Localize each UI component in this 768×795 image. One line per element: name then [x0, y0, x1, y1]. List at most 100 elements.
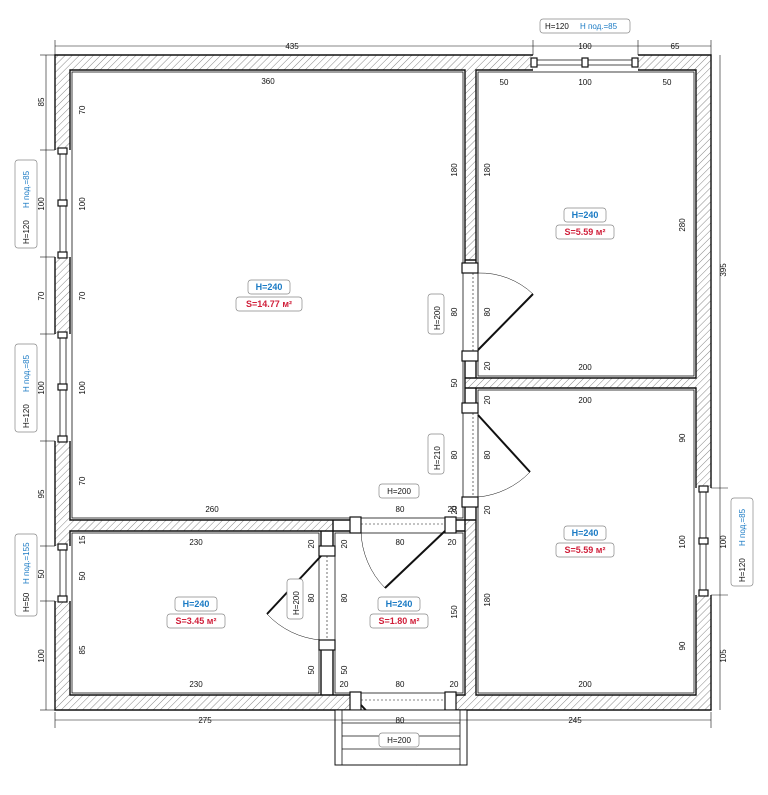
dim-top-right: 65 — [671, 42, 680, 51]
dim-top-total: 435 — [285, 42, 299, 51]
dim-br-20: 20 — [483, 395, 492, 404]
dim-bl-15: 15 — [78, 535, 87, 544]
dim-living-r80b: 80 — [450, 450, 459, 459]
tag-top-window-h: H=120 — [545, 22, 569, 31]
dim-corr-20c: 20 — [340, 539, 349, 548]
dim-bl-230b: 230 — [189, 680, 203, 689]
room-corr-height: H=240 — [386, 599, 413, 609]
dim-corr-80b: 80 — [396, 538, 405, 547]
dim-living-100a: 100 — [78, 197, 87, 211]
dim-living-100b: 100 — [78, 381, 87, 395]
door-opening-entry — [361, 693, 445, 712]
dim-left-85: 85 — [37, 97, 46, 106]
dim-br-180: 180 — [483, 593, 492, 607]
dim-br-20b: 20 — [483, 505, 492, 514]
dim-tr-180: 180 — [483, 163, 492, 177]
dim-br-90b: 90 — [678, 641, 687, 650]
dim-bl-50b: 50 — [307, 665, 316, 674]
dim-left-95: 95 — [37, 489, 46, 498]
dim-br-bottom: 200 — [578, 680, 592, 689]
dim-right-105: 105 — [719, 649, 728, 663]
dim-corr-20f: 20 — [450, 680, 459, 689]
dimension-labels: 435 100 65 50 100 50 85 100 70 100 95 50… — [37, 42, 728, 725]
room-bl-area: S=3.45 м² — [176, 616, 217, 626]
dim-br-100: 100 — [678, 535, 687, 549]
room-living-height: H=240 — [256, 282, 283, 292]
window-right — [698, 485, 709, 597]
dim-tr-80: 80 — [483, 307, 492, 316]
door-top-right — [461, 262, 534, 362]
room-corr-area: S=1.80 м² — [379, 616, 420, 626]
room-bl-height: H=240 — [183, 599, 210, 609]
dim-corr-20a: 20 — [448, 505, 457, 514]
window-opening-left3 — [53, 546, 72, 601]
dim-bottom-80: 80 — [396, 716, 405, 725]
dim-tr-280: 280 — [678, 218, 687, 232]
dim-br-80: 80 — [483, 450, 492, 459]
room-tr-height: H=240 — [572, 210, 599, 220]
dim-tr-50b: 50 — [663, 78, 672, 87]
room-living-area: S=14.77 м² — [246, 299, 292, 309]
tag-left3-hp: H под.=155 — [22, 542, 31, 584]
dim-corr-20b: 20 — [307, 539, 316, 548]
dim-top-win: 100 — [578, 42, 592, 51]
door-opening-tr — [463, 273, 478, 353]
dim-bl-50: 50 — [78, 571, 87, 580]
door-corridor-top — [349, 516, 457, 589]
dim-living-r80a: 80 — [450, 307, 459, 316]
dim-tr-bottom: 200 — [578, 363, 592, 372]
tag-door-entry: H=200 — [387, 736, 411, 745]
dim-living-70c: 70 — [78, 476, 87, 485]
dim-corr-80a: 80 — [396, 505, 405, 514]
tag-top-window-hp: H под.=85 — [580, 22, 618, 31]
dimension-lines — [40, 40, 728, 728]
dim-living-r180: 180 — [450, 163, 459, 177]
dim-corr-20e: 20 — [340, 680, 349, 689]
tag-left3-h: H=50 — [22, 592, 31, 612]
room-tr-area: S=5.59 м² — [565, 227, 606, 237]
outer-wall — [54, 54, 712, 711]
tag-door-top-right: H=200 — [433, 306, 442, 330]
opening-tags: H=120 H под.=85 H=120 H под.=85 H=120 H … — [14, 18, 754, 748]
tag-left2-h: H=120 — [22, 404, 31, 428]
tag-right-hp: H под.=85 — [738, 508, 747, 546]
dim-bl-230a: 230 — [189, 538, 203, 547]
dim-corr-50: 50 — [340, 665, 349, 674]
windows — [57, 57, 709, 603]
dim-living-70a: 70 — [78, 105, 87, 114]
tag-door-bottom-left: H=200 — [292, 591, 301, 615]
dim-living-r50: 50 — [450, 378, 459, 387]
tag-right-h: H=120 — [738, 558, 747, 582]
dim-tr-20: 20 — [483, 361, 492, 370]
room-br-area: S=5.59 м² — [565, 545, 606, 555]
dim-living-top: 360 — [261, 77, 275, 86]
dim-left-100c: 100 — [37, 649, 46, 663]
dim-right-395: 395 — [719, 263, 728, 277]
dim-br-90a: 90 — [678, 433, 687, 442]
dim-left-100b: 100 — [37, 381, 46, 395]
dim-bl-80: 80 — [307, 593, 316, 602]
dim-living-r20: 20 — [450, 505, 459, 514]
dim-left-100a: 100 — [37, 197, 46, 211]
dim-tr-100: 100 — [578, 78, 592, 87]
window-top — [530, 57, 639, 68]
tag-left2-hp: H под.=85 — [22, 354, 31, 392]
dim-left-50: 50 — [37, 569, 46, 578]
dim-left-70: 70 — [37, 291, 46, 300]
dim-living-70b: 70 — [78, 291, 87, 300]
dim-tr-50a: 50 — [500, 78, 509, 87]
dim-right-100: 100 — [719, 535, 728, 549]
dim-br-top: 200 — [578, 396, 592, 405]
dim-corr-150: 150 — [450, 605, 459, 619]
tag-left1-hp: H под.=85 — [22, 170, 31, 208]
dim-corr-80d: 80 — [396, 680, 405, 689]
dim-bottom-245: 245 — [568, 716, 582, 725]
room-br-height: H=240 — [572, 528, 599, 538]
walls — [53, 53, 713, 712]
tag-door-bottom-right: H=210 — [433, 446, 442, 470]
door-opening-br — [463, 413, 478, 497]
dim-corr-20d: 20 — [448, 538, 457, 547]
dim-corr-80c: 80 — [340, 593, 349, 602]
dim-living-bottom: 260 — [205, 505, 219, 514]
